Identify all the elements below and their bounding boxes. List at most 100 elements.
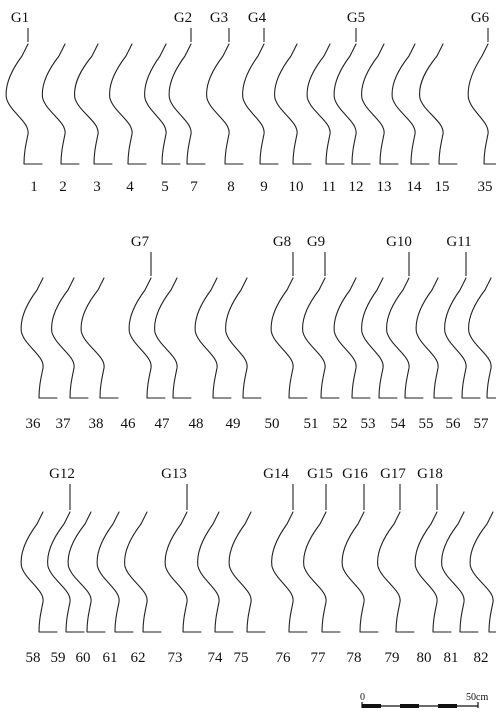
vessel-profile [20, 277, 58, 399]
group-label: G15 [307, 466, 333, 482]
profile-number: 10 [289, 179, 304, 195]
vessel-profile [415, 277, 453, 399]
group-label: G3 [210, 10, 228, 26]
profile-number: 59 [51, 650, 66, 666]
scale-bar-segment [362, 704, 381, 708]
profile-number: 82 [474, 650, 489, 666]
profile-number: 3 [93, 179, 101, 195]
profile-number: 57 [474, 416, 490, 432]
profile-number: 60 [76, 650, 91, 666]
profile-number: 5 [161, 179, 169, 195]
group-label: G17 [380, 466, 406, 482]
vessel-profile [96, 511, 134, 633]
profile-number: 4 [126, 179, 134, 195]
vessel-profile [168, 43, 206, 165]
vessel-profile [333, 277, 371, 399]
vessel-profile [386, 277, 424, 399]
vessel-profile [5, 43, 43, 165]
vessel-profile [242, 43, 279, 165]
vessel-profile [225, 277, 262, 399]
profile-number: 74 [208, 650, 224, 666]
profile-number: 58 [26, 650, 41, 666]
profile-number: 50 [265, 416, 280, 432]
profile-number: 8 [227, 179, 235, 195]
group-label: G16 [342, 466, 368, 482]
group-label: G2 [174, 10, 192, 26]
vessel-profile [197, 511, 234, 633]
profile-number: 73 [168, 650, 183, 666]
scale-bar-segment [400, 704, 419, 708]
profile-number: 79 [385, 650, 400, 666]
vessel-profile [377, 511, 415, 633]
profile-number: 78 [347, 650, 362, 666]
profile-number: 38 [89, 416, 104, 432]
vessel-profile [271, 511, 308, 633]
group-label: G10 [386, 234, 412, 250]
group-label: G5 [347, 10, 365, 26]
vessel-profile [361, 277, 398, 399]
scale-bar-segment [438, 704, 457, 708]
profile-number: 51 [304, 416, 319, 432]
scale-start-label: 0 [360, 692, 365, 703]
profile-number: 81 [444, 650, 459, 666]
profiles-layer [5, 43, 496, 633]
vessel-profile [124, 511, 162, 633]
group-leaders-layer [27, 28, 489, 510]
vessel-profile [391, 43, 430, 165]
profile-number: 55 [419, 416, 434, 432]
vessel-profile [41, 43, 80, 165]
profile-number: 9 [260, 179, 268, 195]
profile-number: 7 [190, 179, 198, 195]
vessel-profile [341, 511, 379, 633]
vessel-profile [302, 277, 340, 399]
vessel-profile [361, 43, 399, 165]
vessel-profile [306, 43, 345, 165]
vessel-profile [303, 511, 341, 633]
profile-number: 77 [311, 650, 327, 666]
profile-number: 49 [226, 416, 241, 432]
vessel-profile [67, 511, 106, 633]
profile-number: 35 [478, 179, 493, 195]
profile-number: 76 [276, 650, 292, 666]
group-label: G8 [273, 234, 291, 250]
profile-number: 15 [435, 179, 450, 195]
profile-number: 2 [59, 179, 67, 195]
group-label: G6 [471, 10, 490, 26]
profile-number: 48 [189, 416, 204, 432]
vessel-profile [80, 277, 119, 399]
vessel-profile [154, 277, 192, 399]
profile-number: 62 [131, 650, 146, 666]
profile-number: 11 [322, 179, 336, 195]
vessel-profile [194, 277, 232, 399]
vessel-profile [414, 511, 452, 633]
profile-number: 14 [407, 179, 423, 195]
group-label: G13 [161, 466, 187, 482]
profile-number: 54 [391, 416, 407, 432]
vessel-profile [441, 511, 479, 633]
profile-number: 1 [30, 179, 38, 195]
profile-number: 13 [377, 179, 392, 195]
profile-number: 37 [56, 416, 72, 432]
group-label: G18 [417, 466, 443, 482]
vessel-profile [109, 43, 147, 165]
group-label: G14 [263, 466, 289, 482]
profile-number: 56 [446, 416, 462, 432]
vessel-profile [274, 43, 312, 165]
vessel-profile [51, 277, 89, 399]
profile-number: 53 [361, 416, 376, 432]
vessel-profile [419, 43, 458, 165]
scale-bar: 0 50cm [360, 692, 488, 708]
vessel-profile [270, 277, 308, 399]
group-label: G12 [49, 466, 75, 482]
vessel-profile [74, 43, 113, 165]
profile-number: 47 [155, 416, 171, 432]
vessel-profile [47, 511, 85, 633]
profile-number: 36 [26, 416, 42, 432]
profile-number: 61 [103, 650, 118, 666]
vessel-profile [228, 511, 266, 633]
group-label: G7 [131, 234, 150, 250]
group-label: G11 [446, 234, 471, 250]
profile-number: 46 [121, 416, 137, 432]
vessel-profile [144, 43, 181, 165]
